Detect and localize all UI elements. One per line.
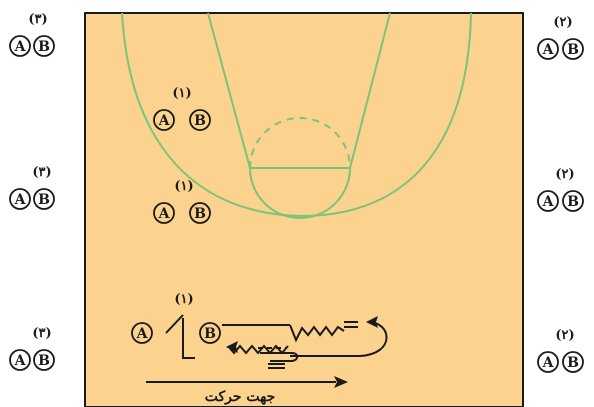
player-a-right-middle: A [537,190,559,212]
player-b-left-bottom: B [33,349,55,371]
direction-arrowhead [334,376,348,388]
group-number-drill: (۱) [174,292,193,307]
player-a-drill: A [131,322,153,344]
court-floor [84,12,524,407]
drill-a-cut-line [165,314,184,334]
direction-label: جهت حرکت [205,389,276,405]
free-throw-circle-upper [249,117,351,169]
group-number-left-top: (۳) [28,12,47,27]
group-number-center-upper: (۱) [172,86,191,101]
player-b-right-top: B [562,38,584,60]
dribble-arrowhead [226,341,238,353]
group-number-right-bottom: (۲) [555,328,574,343]
player-pair-drill: A B (۱) [131,292,221,344]
player-b-drill-label: B [204,326,216,342]
group-number-left-middle: (۳) [32,165,51,180]
group-number-left-bottom: (۳) [32,326,51,341]
group-number-right-middle: (۲) [555,167,574,182]
player-a-left-bottom: A [9,349,31,371]
player-a-center-upper: A [153,109,175,131]
player-b-right-middle-label: B [567,194,579,210]
player-a-left-bottom-label: A [14,353,27,369]
player-b-right-top-label: B [567,42,579,58]
player-a-right-top-label: A [542,42,555,58]
player-b-left-bottom-label: B [38,353,50,369]
player-pair-center-lower: A B(۱) [153,179,211,224]
player-a-center-lower-label: A [158,206,171,222]
player-a-center-upper-label: A [158,113,171,129]
player-a-right-top: A [537,38,559,60]
player-a-right-middle-label: A [542,194,555,210]
player-b-right-middle: B [562,190,584,212]
player-b-drill: B [199,322,221,344]
player-a-center-lower: A [153,202,175,224]
drill-hook-bottom [260,352,299,362]
free-throw-circle-lower [249,167,351,219]
player-a-drill-label: A [136,326,149,342]
group-number-center-lower: (۱) [174,179,193,194]
drill-arrowheads [226,316,378,388]
player-b-right-bottom-label: B [567,355,579,371]
player-b-center-lower: B [189,202,211,224]
player-b-center-upper-label: B [194,113,206,129]
loop-arrowhead [366,316,378,328]
key-left-line [207,12,251,169]
player-b-right-bottom: B [562,351,584,373]
player-a-right-bottom-label: A [542,355,555,371]
player-a-left-middle-label: A [14,192,27,208]
player-a-left-top: A [9,35,31,57]
player-b-left-middle-label: B [38,192,50,208]
court-lines [121,12,472,219]
player-pair-center-upper: A B(۱) [153,86,211,131]
key-right-line [349,12,391,169]
three-point-arc [121,12,472,218]
player-b-left-middle: B [33,188,55,210]
player-b-center-lower-label: B [194,206,206,222]
player-a-left-middle: A [9,188,31,210]
player-a-right-bottom: A [537,351,559,373]
player-a-left-top-label: A [14,39,27,55]
player-b-left-top-label: B [38,39,50,55]
group-number-right-top: (۲) [553,15,572,30]
drill-zigzag-top [289,324,345,343]
player-b-center-upper: B [189,109,211,131]
player-b-left-top: B [33,35,55,57]
drill-entry-path [182,318,195,359]
